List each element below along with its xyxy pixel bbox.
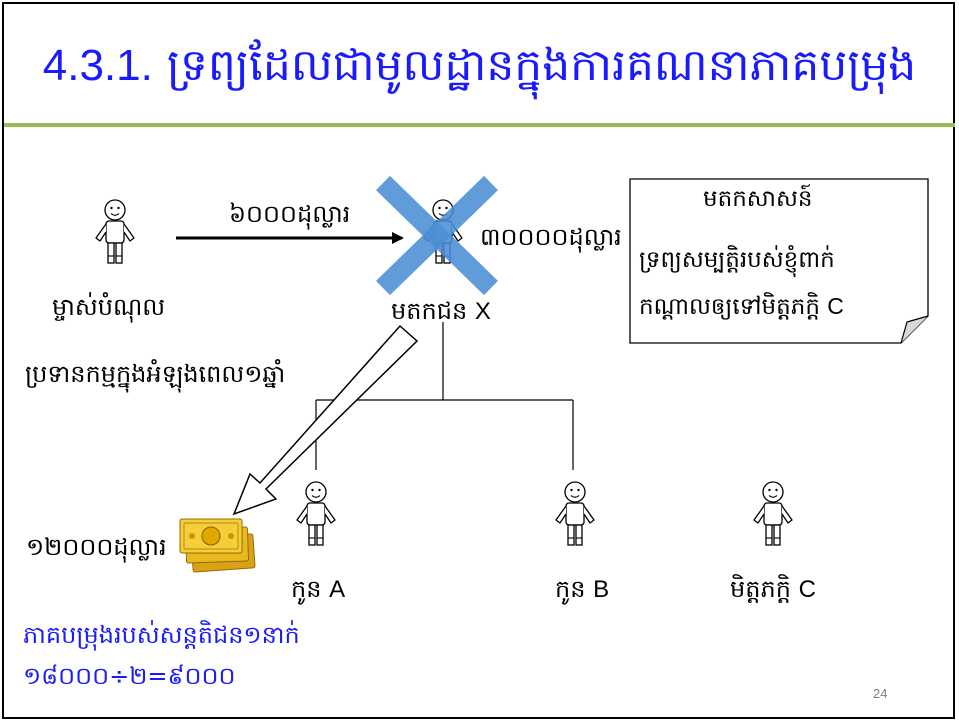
child-a-person-icon bbox=[296, 481, 336, 546]
title-text: ទ្រព្យដែលជាមូលដ្ឋានក្នុងការគណនាភាគបម្រុង bbox=[166, 40, 917, 91]
friend-c-person-icon bbox=[753, 481, 793, 546]
slide-title: 4.3.1. ទ្រព្យដែលជាមូលដ្ឋានក្នុងការគណនាភា… bbox=[0, 38, 959, 102]
deceased-label: មតកជន X bbox=[391, 297, 491, 325]
child-b-person-icon bbox=[555, 481, 595, 546]
title-underline bbox=[4, 123, 955, 127]
will-note-box bbox=[629, 178, 929, 344]
reserve-heading: ភាគបម្រុងរបស់សន្តតិជន១នាក់ bbox=[23, 621, 300, 649]
page-number: 24 bbox=[873, 686, 888, 701]
gift-period-label: ប្រទានកម្មក្នុងអំឡុងពេល១ឆ្នាំ bbox=[25, 360, 286, 388]
estate-amount-label: ៣០០០០ដុល្លារ bbox=[480, 223, 622, 251]
banknotes-icon bbox=[179, 518, 256, 573]
cross-out-mark bbox=[376, 175, 498, 296]
debt-amount-label: ៦០០០ដុល្លារ bbox=[229, 200, 351, 228]
will-heading: មតកសាសន៍ bbox=[703, 186, 813, 212]
gift-arrow bbox=[232, 324, 419, 516]
child-b-label: កូន B bbox=[555, 575, 610, 603]
title-number: 4.3.1. bbox=[42, 41, 153, 90]
gift-amount-label: ១២០០០ដុល្លារ bbox=[26, 533, 167, 561]
reserve-formula: ១៨០០០÷២=៩០០០ bbox=[23, 662, 236, 690]
creditor-person-icon bbox=[95, 199, 135, 264]
will-line-1: ទ្រព្យសម្បត្តិរបស់ខ្ញុំពាក់ bbox=[639, 247, 835, 273]
will-line-2: កណ្តាលឲ្យទៅមិត្តភក្តិ C bbox=[639, 293, 844, 320]
friend-c-label: មិត្តភក្តិ C bbox=[730, 575, 816, 603]
child-a-label: កូន A bbox=[291, 575, 346, 603]
creditor-label: ម្ចាស់បំណុល bbox=[52, 293, 166, 321]
